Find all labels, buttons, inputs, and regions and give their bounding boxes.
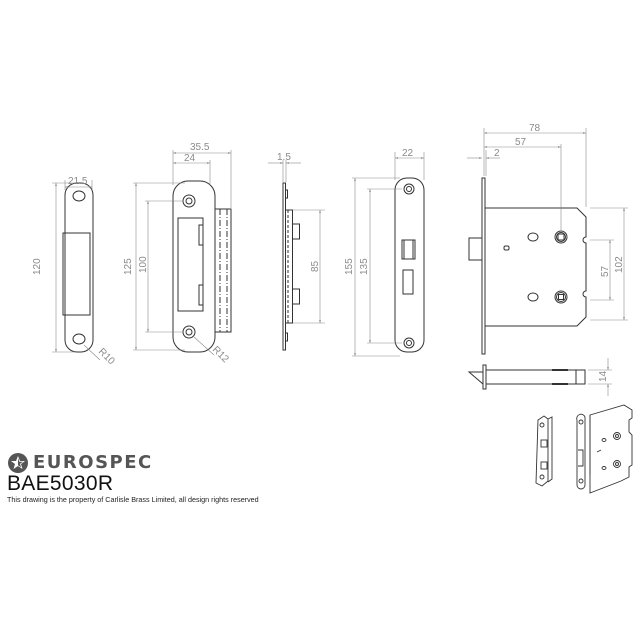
brand-block: EUROSPEC xyxy=(8,452,153,473)
star-circle-icon xyxy=(8,452,28,473)
brand-name: EUROSPEC xyxy=(33,452,153,473)
dim-lock-case-depth: 78 xyxy=(529,123,541,134)
dim-forend-fixing-centres: 135 xyxy=(359,258,370,275)
dim-lock-forend-thickness: 2 xyxy=(494,148,500,159)
dim-strike-radius: R10 xyxy=(96,346,117,367)
dim-lock-spindle-centres: 57 xyxy=(600,265,611,277)
dim-strike-box-fixing-centres: 100 xyxy=(138,256,149,273)
dim-strike-width: 21.5 xyxy=(68,176,88,187)
strike-side-dimensions xyxy=(268,160,325,324)
isometric-view xyxy=(535,404,633,494)
dim-lock-backset: 57 xyxy=(515,137,527,148)
lock-top-dimensions xyxy=(588,358,612,396)
dim-strike-box-radius: R12 xyxy=(210,344,231,365)
lock-body-top-view xyxy=(467,364,586,390)
lock-body-dimensions xyxy=(467,128,628,321)
dim-strike-box-plate-width: 24 xyxy=(184,153,196,164)
dim-strike-box-overall-width: 35.5 xyxy=(190,142,210,153)
forend-dimensions xyxy=(352,152,425,357)
strike-box-dimensions xyxy=(133,150,232,356)
dim-strike-box-height: 125 xyxy=(123,258,134,275)
forend-front-view xyxy=(394,177,425,353)
dim-strike-thickness: 1.5 xyxy=(277,152,291,163)
lock-body-side-view xyxy=(468,177,587,355)
strike-plate-front-view xyxy=(62,182,94,353)
strike-plate-dimensions xyxy=(52,180,101,361)
dim-lock-case-height: 102 xyxy=(614,256,625,273)
dim-forend-width: 22 xyxy=(402,148,414,159)
strike-box-front-view xyxy=(172,180,232,353)
dim-strike-side-height: 85 xyxy=(310,260,321,272)
copyright-disclaimer: This drawing is the property of Carlisle… xyxy=(7,495,259,504)
product-code: BAE5030R xyxy=(7,472,114,495)
dim-lock-thickness: 14 xyxy=(598,370,609,382)
dim-forend-height: 155 xyxy=(344,258,355,275)
strike-side-view xyxy=(282,182,300,351)
dim-strike-height: 120 xyxy=(32,258,43,275)
